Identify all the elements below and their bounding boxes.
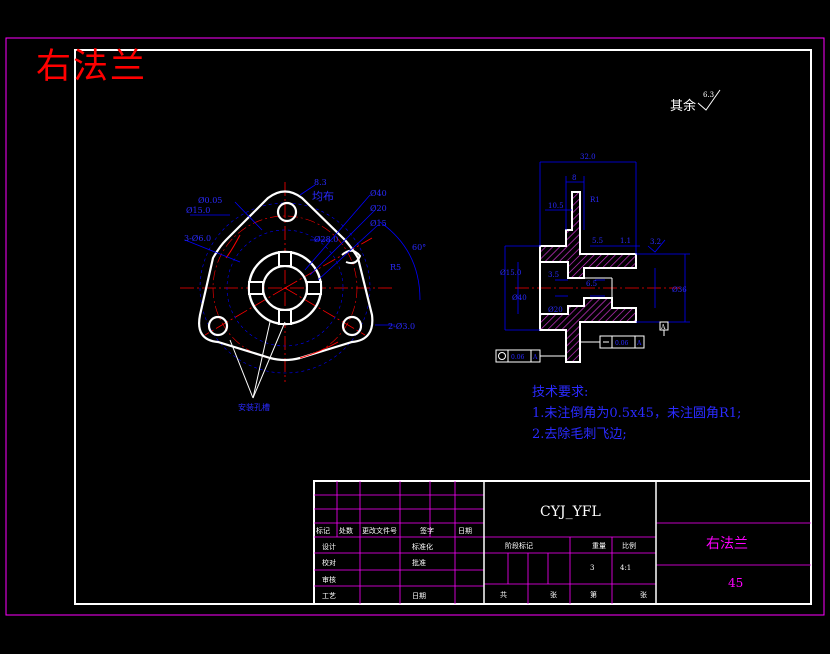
tb-row-label-5: 日期 — [458, 527, 472, 535]
tb-mid-2: 批准 — [412, 558, 426, 567]
tb-scale: 4:1 — [620, 564, 631, 572]
datum: A — [660, 324, 666, 331]
tb-left-1: 设计 — [322, 542, 336, 551]
callout-d20: Ø20 — [370, 204, 387, 213]
callout-small1: Ø0.05 — [198, 196, 222, 205]
drawing-code: CYJ_YFL — [540, 504, 601, 520]
dim-h1: 5.5 — [592, 237, 603, 245]
tol-left-ref: A — [532, 354, 538, 361]
tb-material: 45 — [728, 576, 743, 590]
tech-requirements: 技术要求: 1.未注倒角为0.5x45，未注圆角R1; 2.去除毛刺飞边; — [532, 382, 741, 445]
callout-small2: Ø15.0 — [186, 206, 210, 215]
tb-weight: 3 — [590, 564, 594, 572]
tech-title: 技术要求: — [532, 385, 589, 400]
tb-stage-1: 阶段标记 — [505, 541, 533, 550]
callout-uniform: 均布 — [312, 190, 334, 203]
callout-small3: 8.3 — [314, 178, 327, 187]
part-title-large: 右法兰 — [36, 47, 148, 87]
dim-h4: 3.5 — [548, 271, 559, 279]
callout-d15: Ø15 — [370, 219, 387, 228]
tb-sheet-2: 张 — [550, 590, 557, 599]
surface-finish-value: 6.3 — [703, 91, 714, 99]
callout-r: R5 — [390, 263, 401, 272]
callout-angle: 60° — [412, 243, 426, 252]
tb-left-2: 校对 — [322, 558, 336, 567]
tb-sheet-4: 张 — [640, 590, 647, 599]
dim-8: 8 — [572, 174, 576, 182]
surface-finish-symbol: 其余 6.3 — [670, 89, 721, 114]
tol-left: 0.06 — [511, 354, 525, 361]
tb-sheet-1: 共 — [500, 590, 507, 599]
surface-finish-label: 其余 — [670, 98, 696, 114]
tb-row-label-3: 更改文件号 — [362, 526, 397, 535]
tb-left-4: 工艺 — [322, 592, 336, 600]
tb-stage-3: 比例 — [622, 541, 636, 550]
dim-right: Ø36 — [672, 286, 687, 294]
tb-left-3: 审核 — [322, 575, 336, 584]
callout-section: 安装孔槽 — [238, 402, 270, 412]
drawing-frame — [74, 49, 812, 605]
tech-line-1: 1.未注倒角为0.5x45，未注圆角R1; — [532, 406, 742, 421]
tb-mid-3: 日期 — [412, 592, 426, 600]
callout-bottom: 2-Ø3.0 — [388, 322, 415, 331]
tol-right: 0.06 — [615, 340, 629, 347]
tb-row-label-2: 处数 — [339, 526, 353, 535]
dim-left1: Ø15.0 — [500, 269, 521, 277]
outer-border — [5, 37, 825, 616]
tb-part-name: 右法兰 — [706, 536, 748, 552]
tech-line-2: 2.去除毛刺飞边; — [532, 427, 627, 442]
dim-h3: 6.5 — [586, 280, 597, 288]
side-view: 32.0 8 10.5 R1 5.5 1.1 6.5 3.5 3.2 Ø15.0… — [495, 153, 690, 363]
dim-h2: 1.1 — [620, 237, 631, 245]
tb-row-label-4: 签字 — [420, 526, 434, 535]
dim-top: 32.0 — [580, 153, 596, 161]
dim-left3: Ø20 — [548, 306, 563, 314]
front-view: 均布 8.3 Ø0.05 Ø15.0 3-Ø6.0 Ø40 Ø20 Ø15 Ø2… — [180, 178, 426, 412]
callout-holes: 3-Ø6.0 — [184, 234, 211, 243]
dim-finish: 3.2 — [650, 238, 661, 246]
callout-pcd: Ø28.0 — [314, 235, 338, 244]
title-block: 标记 处数 更改文件号 签字 日期 设计 校对 审核 工艺 标准化 批准 日期 … — [313, 480, 812, 605]
dim-10: 10.5 — [548, 202, 564, 210]
tb-stage-2: 重量 — [592, 542, 606, 550]
dim-left2: Ø40 — [512, 294, 527, 302]
dim-r1: R1 — [590, 196, 600, 204]
tb-mid-1: 标准化 — [412, 542, 433, 551]
tb-sheet-3: 第 — [590, 590, 597, 599]
callout-d40: Ø40 — [370, 189, 387, 198]
tol-right-ref: A — [636, 340, 642, 347]
tb-row-label-1: 标记 — [316, 526, 330, 535]
